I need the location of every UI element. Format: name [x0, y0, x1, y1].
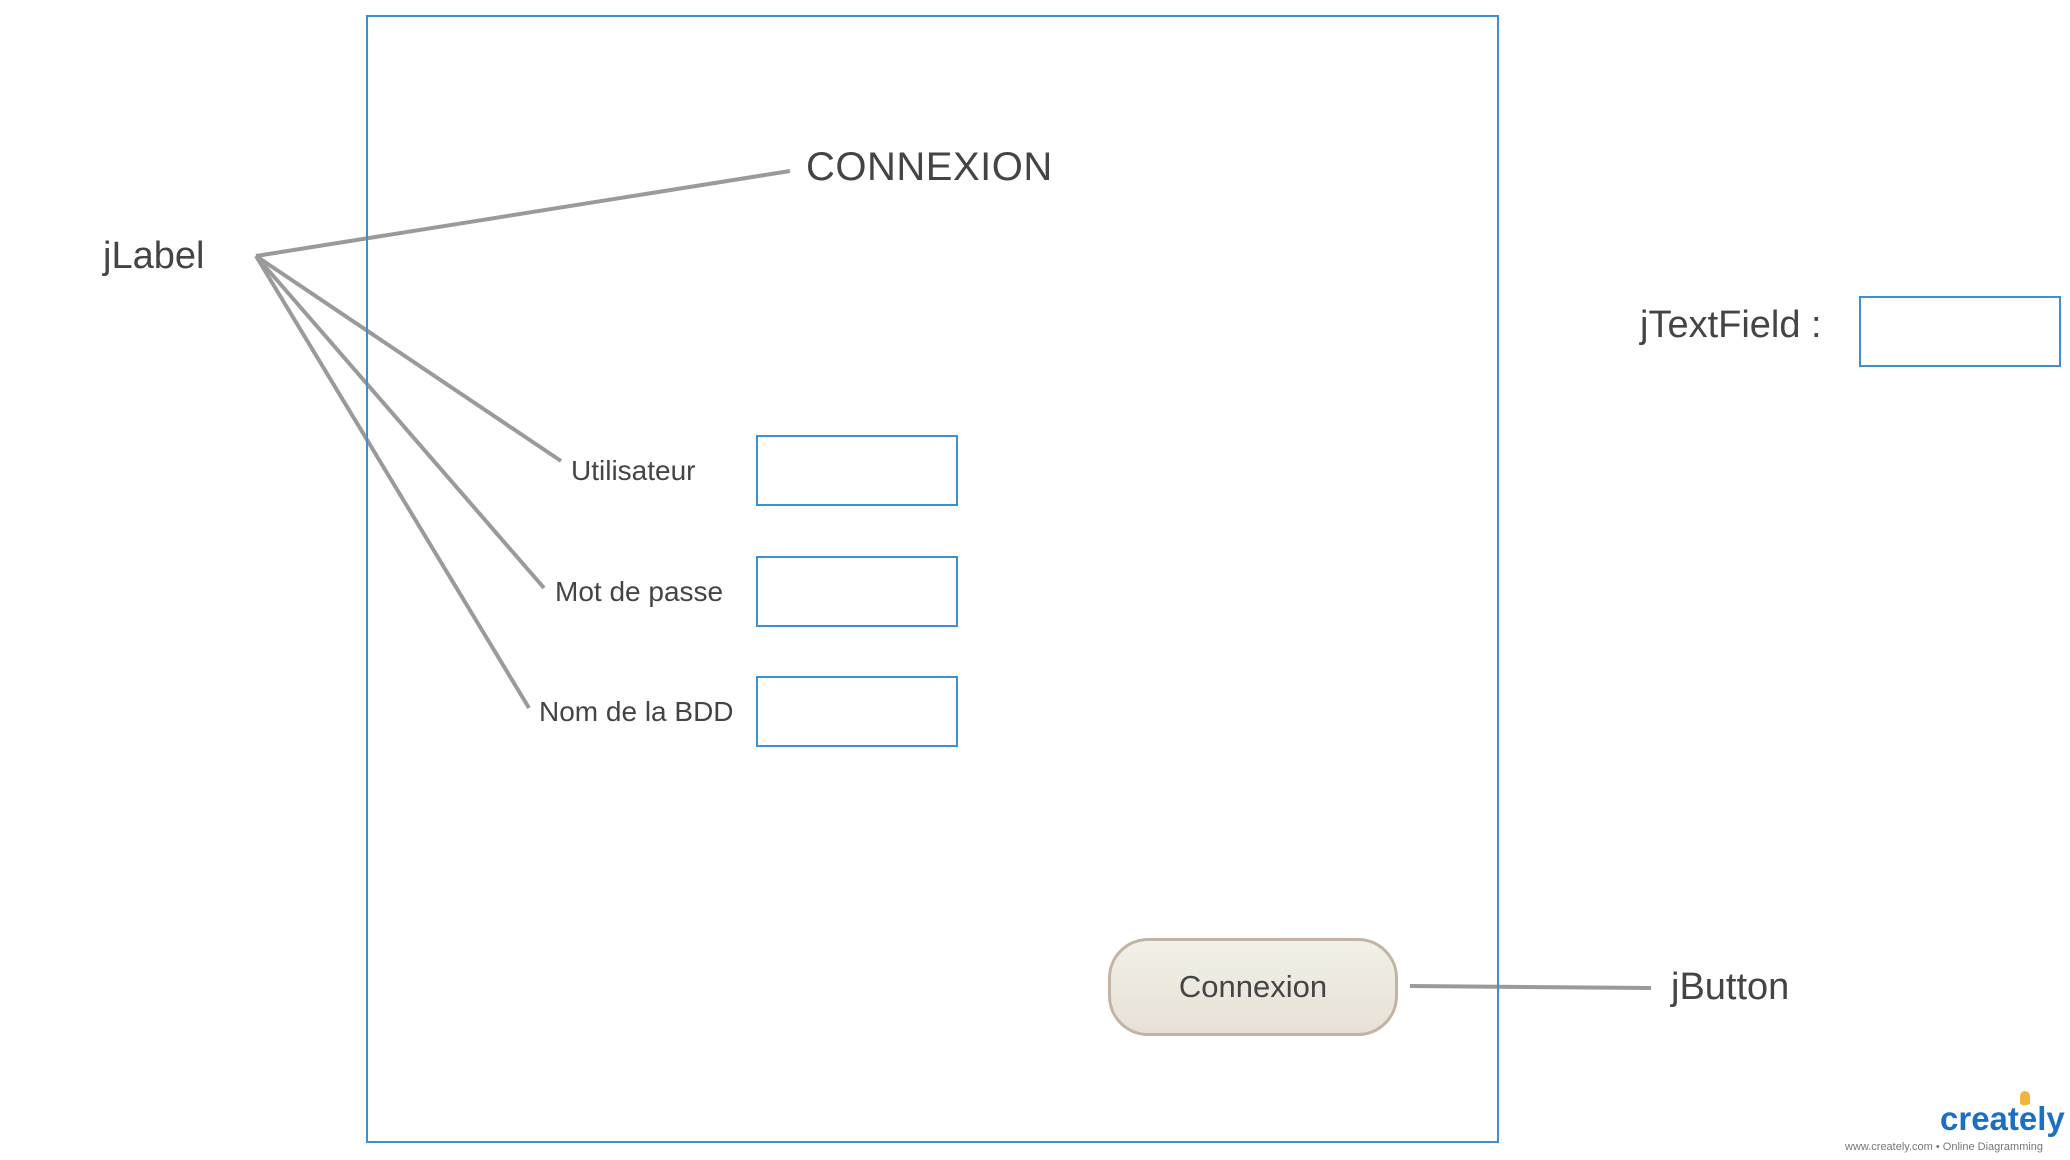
connector-jlabel-utilisateur	[254, 254, 563, 463]
lightbulb-icon	[2020, 1091, 2030, 1105]
input-utilisateur[interactable]	[756, 435, 958, 506]
creately-logo: creately	[1940, 1100, 2065, 1137]
connector-jlabel-nombdd	[254, 254, 531, 710]
connexion-button[interactable]: Connexion	[1108, 938, 1398, 1036]
connector-button-jbutton	[1409, 984, 1652, 990]
legend-textfield[interactable]	[1859, 296, 2061, 367]
annotation-jtextfield: jTextField :	[1640, 304, 1822, 346]
annotation-jlabel: jLabel	[103, 235, 205, 277]
window-frame	[366, 15, 1499, 1143]
connector-jlabel-motdepasse	[254, 254, 546, 590]
label-nom-bdd: Nom de la BDD	[539, 696, 734, 727]
creately-tagline: www.creately.com • Online Diagramming	[1845, 1141, 2044, 1153]
input-nom-bdd[interactable]	[756, 676, 958, 747]
annotation-jbutton: jButton	[1671, 966, 1790, 1008]
connector-jlabel-title	[255, 169, 791, 258]
label-mot-de-passe: Mot de passe	[555, 576, 724, 607]
label-utilisateur: Utilisateur	[571, 455, 696, 486]
form-title: CONNEXION	[806, 145, 1053, 189]
input-mot-de-passe[interactable]	[756, 556, 958, 627]
